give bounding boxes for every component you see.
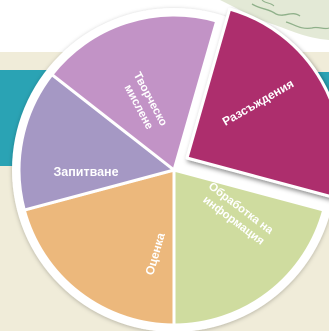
label-zapitvane: Запитване	[53, 165, 118, 179]
wheel-segment-tvorchesko	[50, 13, 219, 172]
wheel-segment-obrabotka	[172, 168, 326, 327]
map-fragment	[220, 0, 329, 40]
wheel-segment-zapitvane	[17, 73, 176, 212]
wheel-segment-otsenka	[22, 168, 176, 327]
wheel-segment-razsazhdeniya	[185, 7, 329, 198]
